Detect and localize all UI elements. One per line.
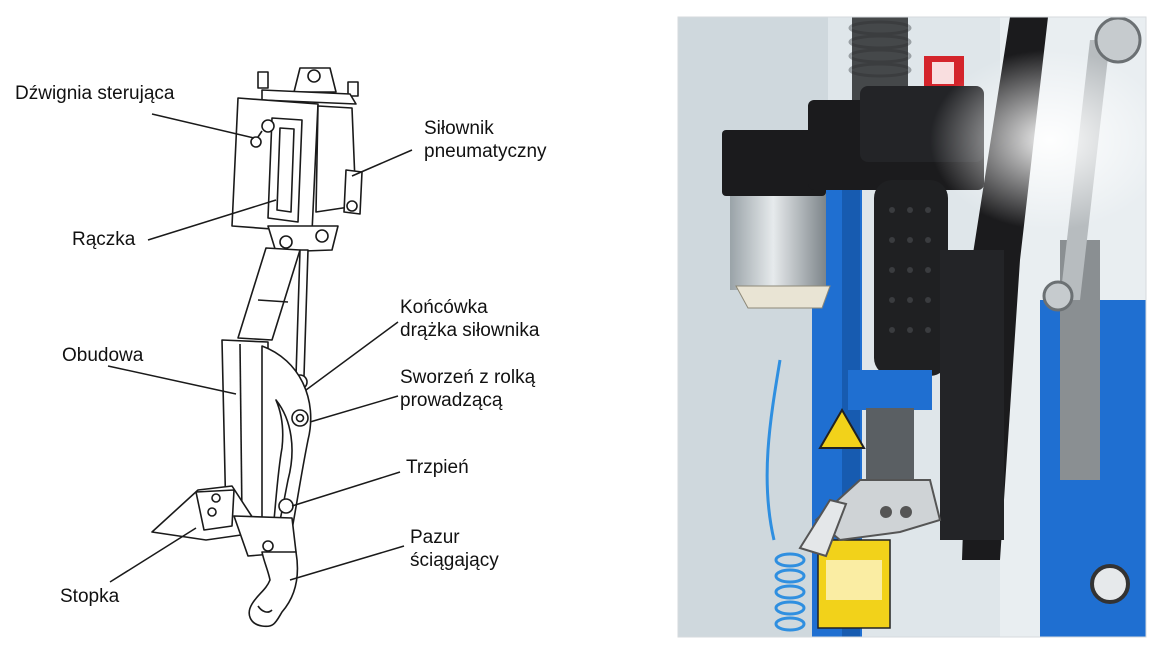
leader-actuator [351,149,413,177]
upper-arm-rib [257,299,289,303]
label-actuator: Siłownik pneumatyczny [424,117,547,163]
photo-claw-tip [798,498,848,558]
leader-pivot [291,471,401,507]
label-housing-text: Obudowa [62,345,144,366]
label-claw: Pazur ściągający [410,526,499,572]
photo-cylinder-cap [722,130,826,196]
label-foot: Stopka [60,585,119,608]
leader-control-lever [151,113,255,139]
label-handle-text: Rączka [72,229,136,250]
label-housing: Obudowa [62,344,143,367]
label-pin-roller: Sworzeń z rolką prowadzącą [400,366,535,412]
label-pivot: Trzpień [406,456,469,479]
grip-texture [889,207,931,333]
handle-grip-inner [276,127,295,213]
schematic-drawing [107,67,413,628]
exit-sign-pictogram [932,62,954,84]
photo-foot-bolt-1 [880,506,892,518]
leader-pin-roller [309,395,399,423]
air-hose [765,359,806,632]
claw-hook [257,605,273,613]
label-rod-end-line1: Końcówka [400,297,488,318]
photo-grip [874,180,948,376]
blue-frame-hole [1090,564,1130,604]
leader-handle [147,199,277,241]
label-claw-line1: Pazur [410,527,460,548]
photo-linkage-eye [1094,17,1142,64]
lever-ball [250,136,262,148]
warning-label-pictogram [826,560,882,600]
photo-wall-left [678,17,828,637]
photo-arm-steel [866,408,914,488]
housing-edge-line [239,343,243,519]
label-control-lever-text: Dźwignia sterująca [15,83,175,104]
foot-bolt-1 [211,493,221,503]
leader-rod-end [305,321,399,391]
photo-foot-bolt-2 [900,506,912,518]
top-bolt-right [347,81,359,97]
guide-roller-hub [295,413,305,423]
label-actuator-line2: pneumatyczny [424,141,547,162]
lower-bolt [262,540,274,552]
leader-foot [109,527,197,583]
head-joint-bolt-right [315,229,329,243]
photo-arm-blue [848,370,932,410]
label-claw-line2: ściągający [410,550,499,571]
head-joint-bolt-left [279,235,293,249]
top-eye-hole [307,69,321,83]
photo-linkage-joint [1042,280,1074,312]
top-bolt-left [257,71,269,89]
photo-foot [814,479,942,542]
label-foot-text: Stopka [60,586,120,607]
label-handle: Rączka [72,228,135,251]
photo-cylinder-base [735,285,831,309]
label-rod-end: Końcówka drążka siłownika [400,296,539,342]
label-pin-roller-line2: prowadzącą [400,390,503,411]
label-actuator-line1: Siłownik [424,118,494,139]
leader-housing [107,365,237,395]
photo-black-plate [940,250,1004,540]
foot-bolt-2 [207,507,217,517]
photo-frame [677,16,1147,638]
label-control-lever: Dźwignia sterująca [15,82,174,105]
light-glare [930,50,1146,230]
label-pin-roller-line1: Sworzeń z rolką [400,367,536,388]
leader-claw [289,545,405,581]
warning-triangle [818,408,866,449]
top-plate [261,89,357,105]
upper-arm [237,247,301,341]
cylinder-bolt [346,200,358,212]
label-pivot-text: Trzpień [406,457,469,478]
photo-cylinder [730,190,826,290]
claw [248,551,299,628]
label-rod-end-line2: drążka siłownika [400,320,540,341]
lever-knob [261,119,275,133]
